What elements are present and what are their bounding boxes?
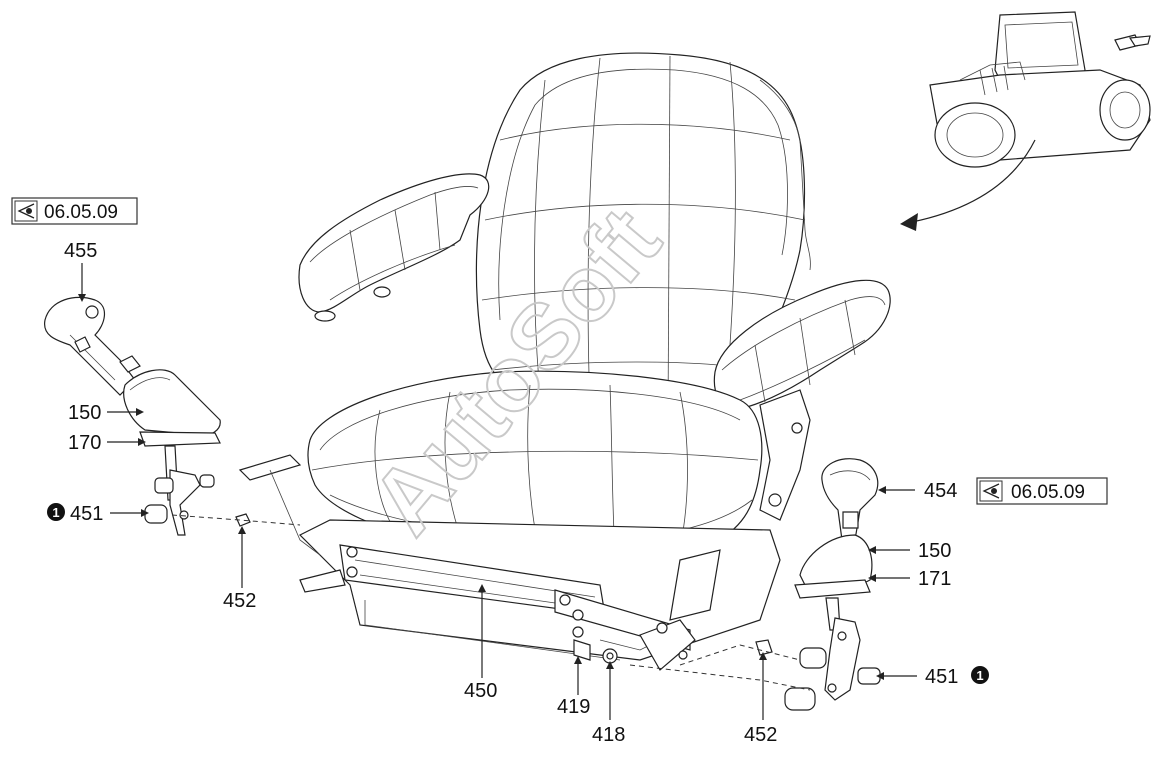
right-armrest — [713, 279, 891, 521]
right-bracket-451 — [784, 617, 881, 711]
left-joystick-455 — [43, 296, 141, 396]
seat-cushion — [307, 370, 763, 561]
eye-view-icon — [979, 480, 1003, 502]
note-marker-right: 1 — [971, 666, 989, 684]
callout-452-right: 452 — [744, 724, 777, 746]
reference-text-left: 06.05.09 — [44, 202, 118, 223]
note-marker-left-text: 1 — [52, 505, 59, 520]
left-gaiter-150 — [123, 369, 221, 436]
right-gaiter-150 — [799, 534, 873, 586]
callout-452-left: 452 — [223, 590, 256, 612]
note-marker-right-text: 1 — [976, 668, 983, 683]
washer-418 — [602, 648, 618, 664]
callout-418: 418 — [592, 724, 625, 746]
callout-454: 454 — [924, 480, 957, 502]
reference-box-right: 06.05.09 — [976, 477, 1108, 505]
callout-170: 170 — [68, 432, 101, 454]
arrowheads — [78, 294, 886, 680]
left-bracket-451 — [144, 469, 215, 536]
leader-lines — [81, 263, 917, 720]
callout-451-right: 451 — [925, 666, 958, 688]
left-nut-452 — [235, 513, 251, 527]
callout-451-left: 451 — [70, 503, 103, 525]
callout-171: 171 — [918, 568, 951, 590]
fastener-419 — [573, 639, 591, 661]
callout-150-left: 150 — [68, 402, 101, 424]
roller-machine-overview — [929, 11, 1151, 168]
right-nut-452 — [755, 639, 773, 656]
right-plate-171 — [794, 579, 871, 631]
note-marker-left: 1 — [47, 503, 65, 521]
left-armrest — [298, 173, 490, 322]
reference-text-right: 06.05.09 — [1011, 482, 1085, 503]
callout-419: 419 — [557, 696, 590, 718]
reference-box-left: 06.05.09 — [11, 197, 138, 225]
eye-view-icon — [14, 200, 38, 222]
seat-base — [238, 454, 781, 671]
callout-455: 455 — [64, 240, 97, 262]
callout-150-right: 150 — [918, 540, 951, 562]
callout-450: 450 — [464, 680, 497, 702]
right-joystick-454 — [821, 458, 879, 541]
